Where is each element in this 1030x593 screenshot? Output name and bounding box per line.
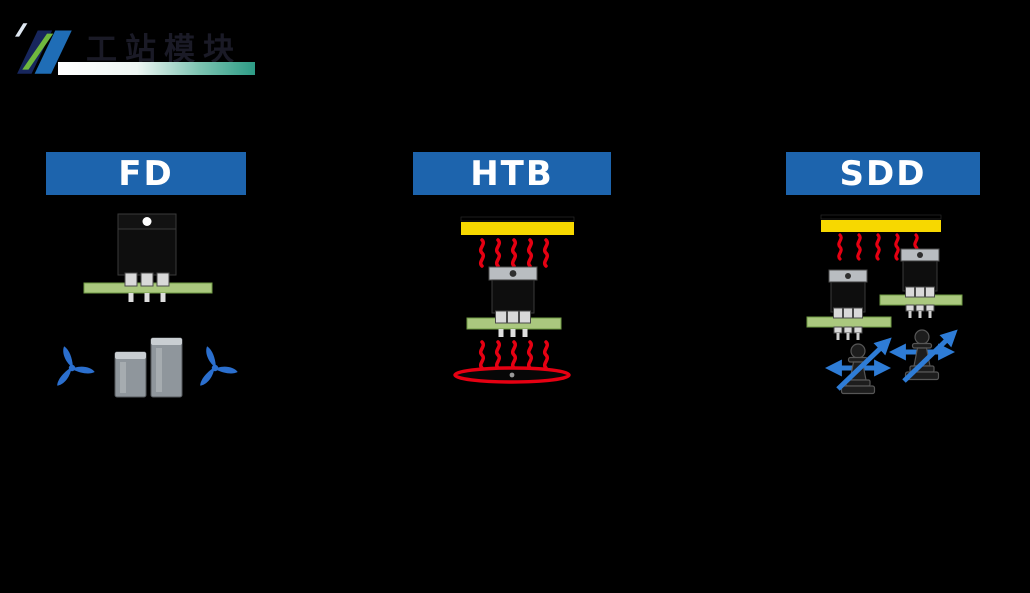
top-heater-icon [820, 214, 942, 232]
logo-green-stripe [22, 33, 54, 70]
to220-transistor-icon [488, 266, 538, 337]
capacitor-icon [150, 337, 183, 398]
module-label-htb: HTB [470, 153, 554, 194]
capacitor-icon [114, 351, 147, 398]
logo-blue-shape [34, 30, 72, 74]
top-heater-icon [460, 216, 575, 235]
mounting-hole-icon [142, 217, 152, 226]
title-underline-bar [58, 62, 255, 75]
sdd-illustration [806, 214, 963, 395]
fd-illustration [57, 213, 238, 398]
logo-white-wedge [15, 23, 28, 37]
htb-illustration [453, 216, 575, 384]
to220-transistor-icon [900, 248, 940, 318]
module-header-htb: HTB [413, 152, 611, 195]
heat-wave-icon [478, 340, 550, 370]
mounting-hole-icon [509, 270, 517, 277]
to220-transistor-icon [828, 269, 868, 340]
company-logo-icon [15, 23, 72, 74]
mounting-hole-icon [845, 273, 851, 279]
mounting-hole-icon [917, 252, 923, 258]
cooling-fan-icon [200, 346, 238, 386]
module-header-sdd: SDD [786, 152, 980, 195]
module-label-sdd: SDD [839, 153, 927, 194]
heat-wave-icon [837, 233, 919, 261]
to220-transistor-icon [117, 213, 177, 302]
motion-arrow-icon [902, 329, 958, 383]
hot-plate-icon [453, 366, 571, 384]
cooling-fan-icon [57, 346, 95, 386]
module-label-fd: FD [118, 153, 174, 194]
heat-wave-icon [478, 238, 550, 268]
motion-arrow-icon [836, 337, 892, 391]
module-header-fd: FD [46, 152, 246, 195]
